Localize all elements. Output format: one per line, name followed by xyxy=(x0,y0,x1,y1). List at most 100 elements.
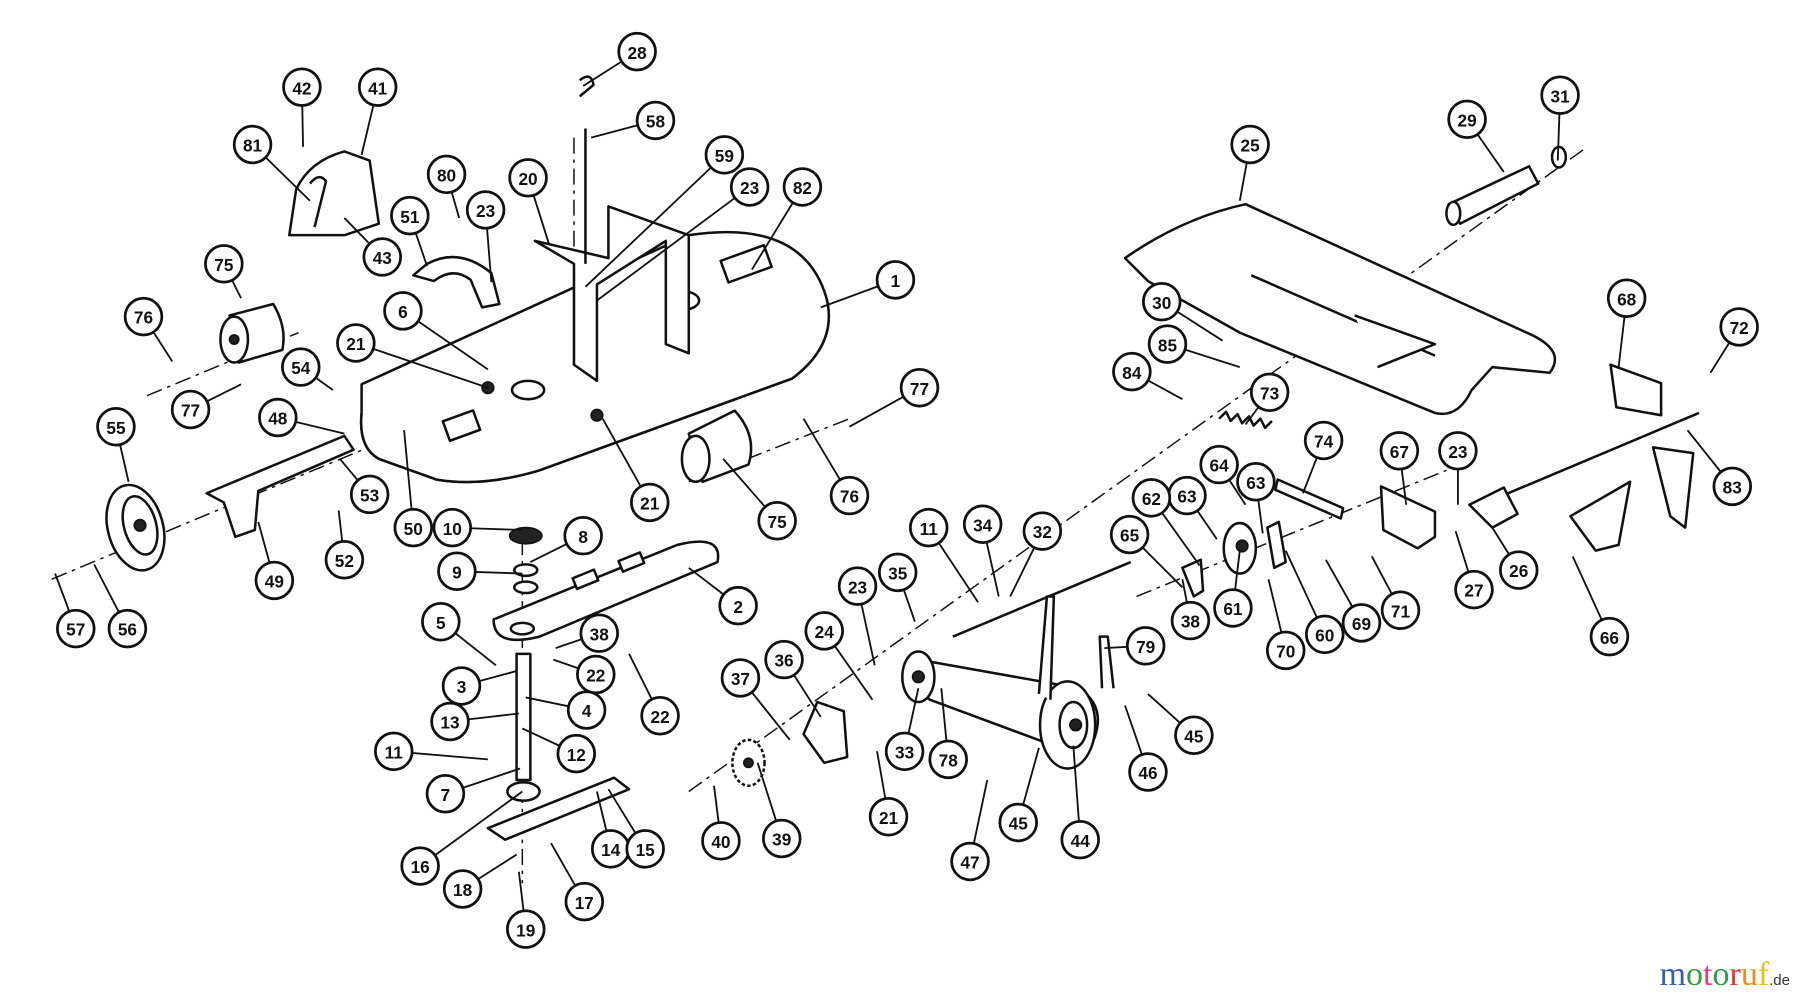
height-adjust-bracket xyxy=(412,255,501,309)
callout-number: 67 xyxy=(1390,442,1409,462)
callout-number: 62 xyxy=(1142,489,1161,509)
callout-circle xyxy=(625,829,665,869)
callout-number: 2 xyxy=(733,597,743,617)
callout-37: 37 xyxy=(720,658,761,698)
callout-number: 35 xyxy=(888,564,908,584)
leader-line-42 xyxy=(301,105,304,147)
leader-line-3 xyxy=(478,670,517,683)
callout-number: 27 xyxy=(1464,581,1483,601)
callout-79: 79 xyxy=(1125,626,1166,666)
callout-number: 74 xyxy=(1314,432,1334,452)
callout-number: 71 xyxy=(1391,601,1411,621)
callout-14: 14 xyxy=(590,829,631,869)
front-roller-right xyxy=(680,409,753,484)
callout-55: 55 xyxy=(96,406,136,447)
leader-line-60 xyxy=(1284,550,1318,619)
callout-number: 63 xyxy=(1177,487,1196,507)
drive-pulley-large xyxy=(1038,680,1097,770)
idler-lever xyxy=(1266,520,1287,570)
callout-circle xyxy=(908,507,949,548)
callout-circle xyxy=(1540,75,1580,115)
callout-63: 63 xyxy=(1236,462,1276,502)
callout-circle xyxy=(1128,752,1168,792)
leader-line-46 xyxy=(1124,705,1143,755)
callout-number: 5 xyxy=(436,613,446,633)
leader-line-37 xyxy=(751,691,791,741)
callout-number: 61 xyxy=(1223,599,1243,619)
watermark-letter: r xyxy=(1729,956,1741,993)
leader-line-50 xyxy=(403,430,413,510)
leader-line-63 xyxy=(1196,510,1218,540)
rear-hanger-bracket xyxy=(1609,363,1663,417)
leader-line-62 xyxy=(1161,512,1201,567)
callout-number: 75 xyxy=(768,512,788,532)
callout-circle xyxy=(1447,99,1487,140)
callout-circle xyxy=(877,552,918,593)
callout-80: 80 xyxy=(426,154,467,195)
leader-line-23 xyxy=(596,197,736,302)
leader-line-47 xyxy=(972,779,989,844)
callout-circle xyxy=(390,195,430,236)
callout-circle xyxy=(1022,511,1063,551)
callout-number: 66 xyxy=(1600,628,1619,648)
callout-circle xyxy=(441,666,482,706)
leader-line-81 xyxy=(265,156,311,202)
leader-line-64 xyxy=(1228,479,1247,506)
callout-circle xyxy=(254,560,295,601)
pivot-shaft xyxy=(1445,145,1568,227)
callout-circle xyxy=(1499,550,1539,590)
callout-58: 58 xyxy=(635,100,676,141)
callout-number: 48 xyxy=(268,409,288,429)
callout-number: 81 xyxy=(243,136,263,156)
spindle-pulley xyxy=(508,526,543,595)
callout-number: 78 xyxy=(939,751,959,771)
leader-line-17 xyxy=(550,842,577,887)
callout-number: 10 xyxy=(443,519,462,539)
callout-24: 24 xyxy=(804,611,844,651)
leader-line-75 xyxy=(722,458,766,508)
callout-28: 28 xyxy=(617,31,657,72)
callout-number: 68 xyxy=(1617,289,1637,309)
callout-circle xyxy=(281,347,321,387)
leader-line-34 xyxy=(985,541,1000,597)
callout-number: 73 xyxy=(1260,383,1279,403)
leader-line-83 xyxy=(1686,429,1722,473)
callout-circle xyxy=(1305,614,1345,655)
callout-56: 56 xyxy=(107,608,148,649)
callout-number: 15 xyxy=(636,840,656,860)
callout-number: 76 xyxy=(840,487,859,507)
leader-line-16 xyxy=(434,790,523,856)
callout-circle xyxy=(640,696,680,736)
callout-73: 73 xyxy=(1249,372,1290,413)
callout-21: 21 xyxy=(630,482,670,523)
callout-84: 84 xyxy=(1112,351,1152,392)
callout-64: 64 xyxy=(1199,444,1239,485)
callout-47: 47 xyxy=(950,841,990,882)
callout-54: 54 xyxy=(281,347,321,387)
idler-arm xyxy=(1274,478,1345,520)
callout-number: 85 xyxy=(1158,335,1178,355)
rear-hanger xyxy=(1569,446,1695,552)
callout-circle xyxy=(556,733,597,774)
callout-number: 47 xyxy=(960,853,979,873)
lift-arm xyxy=(1468,486,1519,529)
callout-number: 42 xyxy=(292,78,311,98)
callout-11: 11 xyxy=(374,731,414,772)
callout-number: 38 xyxy=(1181,612,1201,632)
belt-guard xyxy=(288,150,381,237)
leader-line-23 xyxy=(486,228,493,283)
leader-line-40 xyxy=(713,785,720,823)
callout-number: 60 xyxy=(1315,625,1334,645)
callout-number: 23 xyxy=(848,577,867,597)
callout-circle xyxy=(704,135,745,175)
callout-circle xyxy=(1380,590,1421,630)
leader-line-9 xyxy=(475,570,523,575)
front-roller-left xyxy=(219,302,285,364)
callout-circle xyxy=(1112,351,1152,392)
callout-number: 79 xyxy=(1136,637,1155,657)
callout-circle xyxy=(96,406,136,447)
leader-line-26 xyxy=(1491,527,1510,556)
callout-circle xyxy=(720,658,761,698)
callout-65: 65 xyxy=(1109,514,1150,555)
callout-18: 18 xyxy=(442,869,483,909)
